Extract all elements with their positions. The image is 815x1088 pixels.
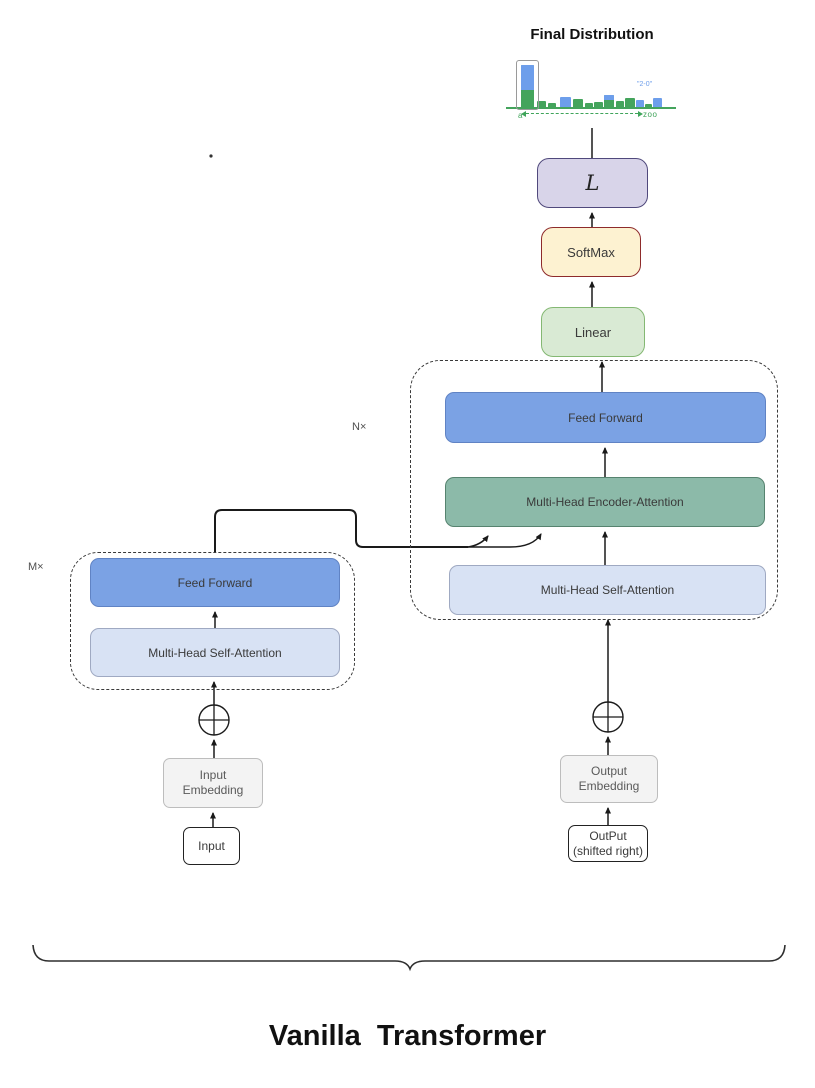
arrow-encoder-branch-2	[468, 533, 542, 548]
axis-left-arrowhead	[521, 111, 526, 117]
chart-bar	[616, 101, 624, 107]
stray-dot	[209, 154, 213, 158]
encoder-multiplier-label: M×	[28, 561, 44, 573]
output-embedding-box: Output Embedding	[560, 755, 658, 803]
chart-bar-annotation: "2-0"	[637, 81, 653, 88]
chart-bar-blue-cap	[604, 95, 614, 100]
softmax-box: SoftMax	[541, 227, 641, 277]
input-box: Input	[183, 827, 240, 865]
loss-box: L	[537, 158, 648, 208]
encoder-feed-forward-box: Feed Forward	[90, 558, 340, 607]
final-distribution-title: Final Distribution	[530, 26, 654, 43]
axis-start-label: a	[518, 111, 523, 120]
chart-baseline	[506, 107, 676, 109]
output-shifted-box: OutPut (shifted right)	[568, 825, 648, 862]
chart-bar	[521, 65, 534, 107]
axis-right-arrowhead	[638, 111, 643, 117]
input-embedding-box: Input Embedding	[163, 758, 263, 808]
decoder-dashed-group	[410, 360, 778, 620]
chart-bar	[594, 102, 603, 107]
chart-bar	[585, 103, 593, 107]
decoder-encoder-attention-box: Multi-Head Encoder-Attention	[445, 477, 765, 527]
chart-bar	[604, 95, 614, 107]
chart-bar-blue-cap	[521, 65, 534, 90]
decoder-feed-forward-box: Feed Forward	[445, 392, 766, 443]
diagram-caption: Vanilla Transformer	[268, 1020, 547, 1052]
chart-bar	[560, 97, 571, 107]
encoder-self-attention-box: Multi-Head Self-Attention	[90, 628, 340, 677]
linear-box: Linear	[541, 307, 645, 357]
chart-dashed-axis	[526, 113, 638, 114]
chart-bar	[537, 101, 546, 107]
decoder-self-attention-box: Multi-Head Self-Attention	[449, 565, 766, 615]
decoder-multiplier-label: N×	[352, 421, 367, 433]
chart-bar	[625, 98, 635, 107]
encoder-dashed-group	[70, 552, 355, 690]
chart-bar	[636, 100, 644, 107]
chart-bar	[645, 104, 652, 107]
chart-bar	[548, 103, 556, 107]
add-operator-encoder	[198, 704, 230, 736]
chart-bar-highlight	[516, 60, 539, 110]
chart-bar	[573, 99, 583, 107]
axis-end-label: zoo	[643, 110, 658, 119]
chart-bar	[653, 98, 662, 107]
add-operator-decoder	[592, 701, 624, 733]
final-distribution-chart: a zoo "2-0"	[506, 56, 678, 120]
bottom-brace	[32, 944, 786, 972]
connector-encoder-to-decoder	[214, 509, 468, 552]
